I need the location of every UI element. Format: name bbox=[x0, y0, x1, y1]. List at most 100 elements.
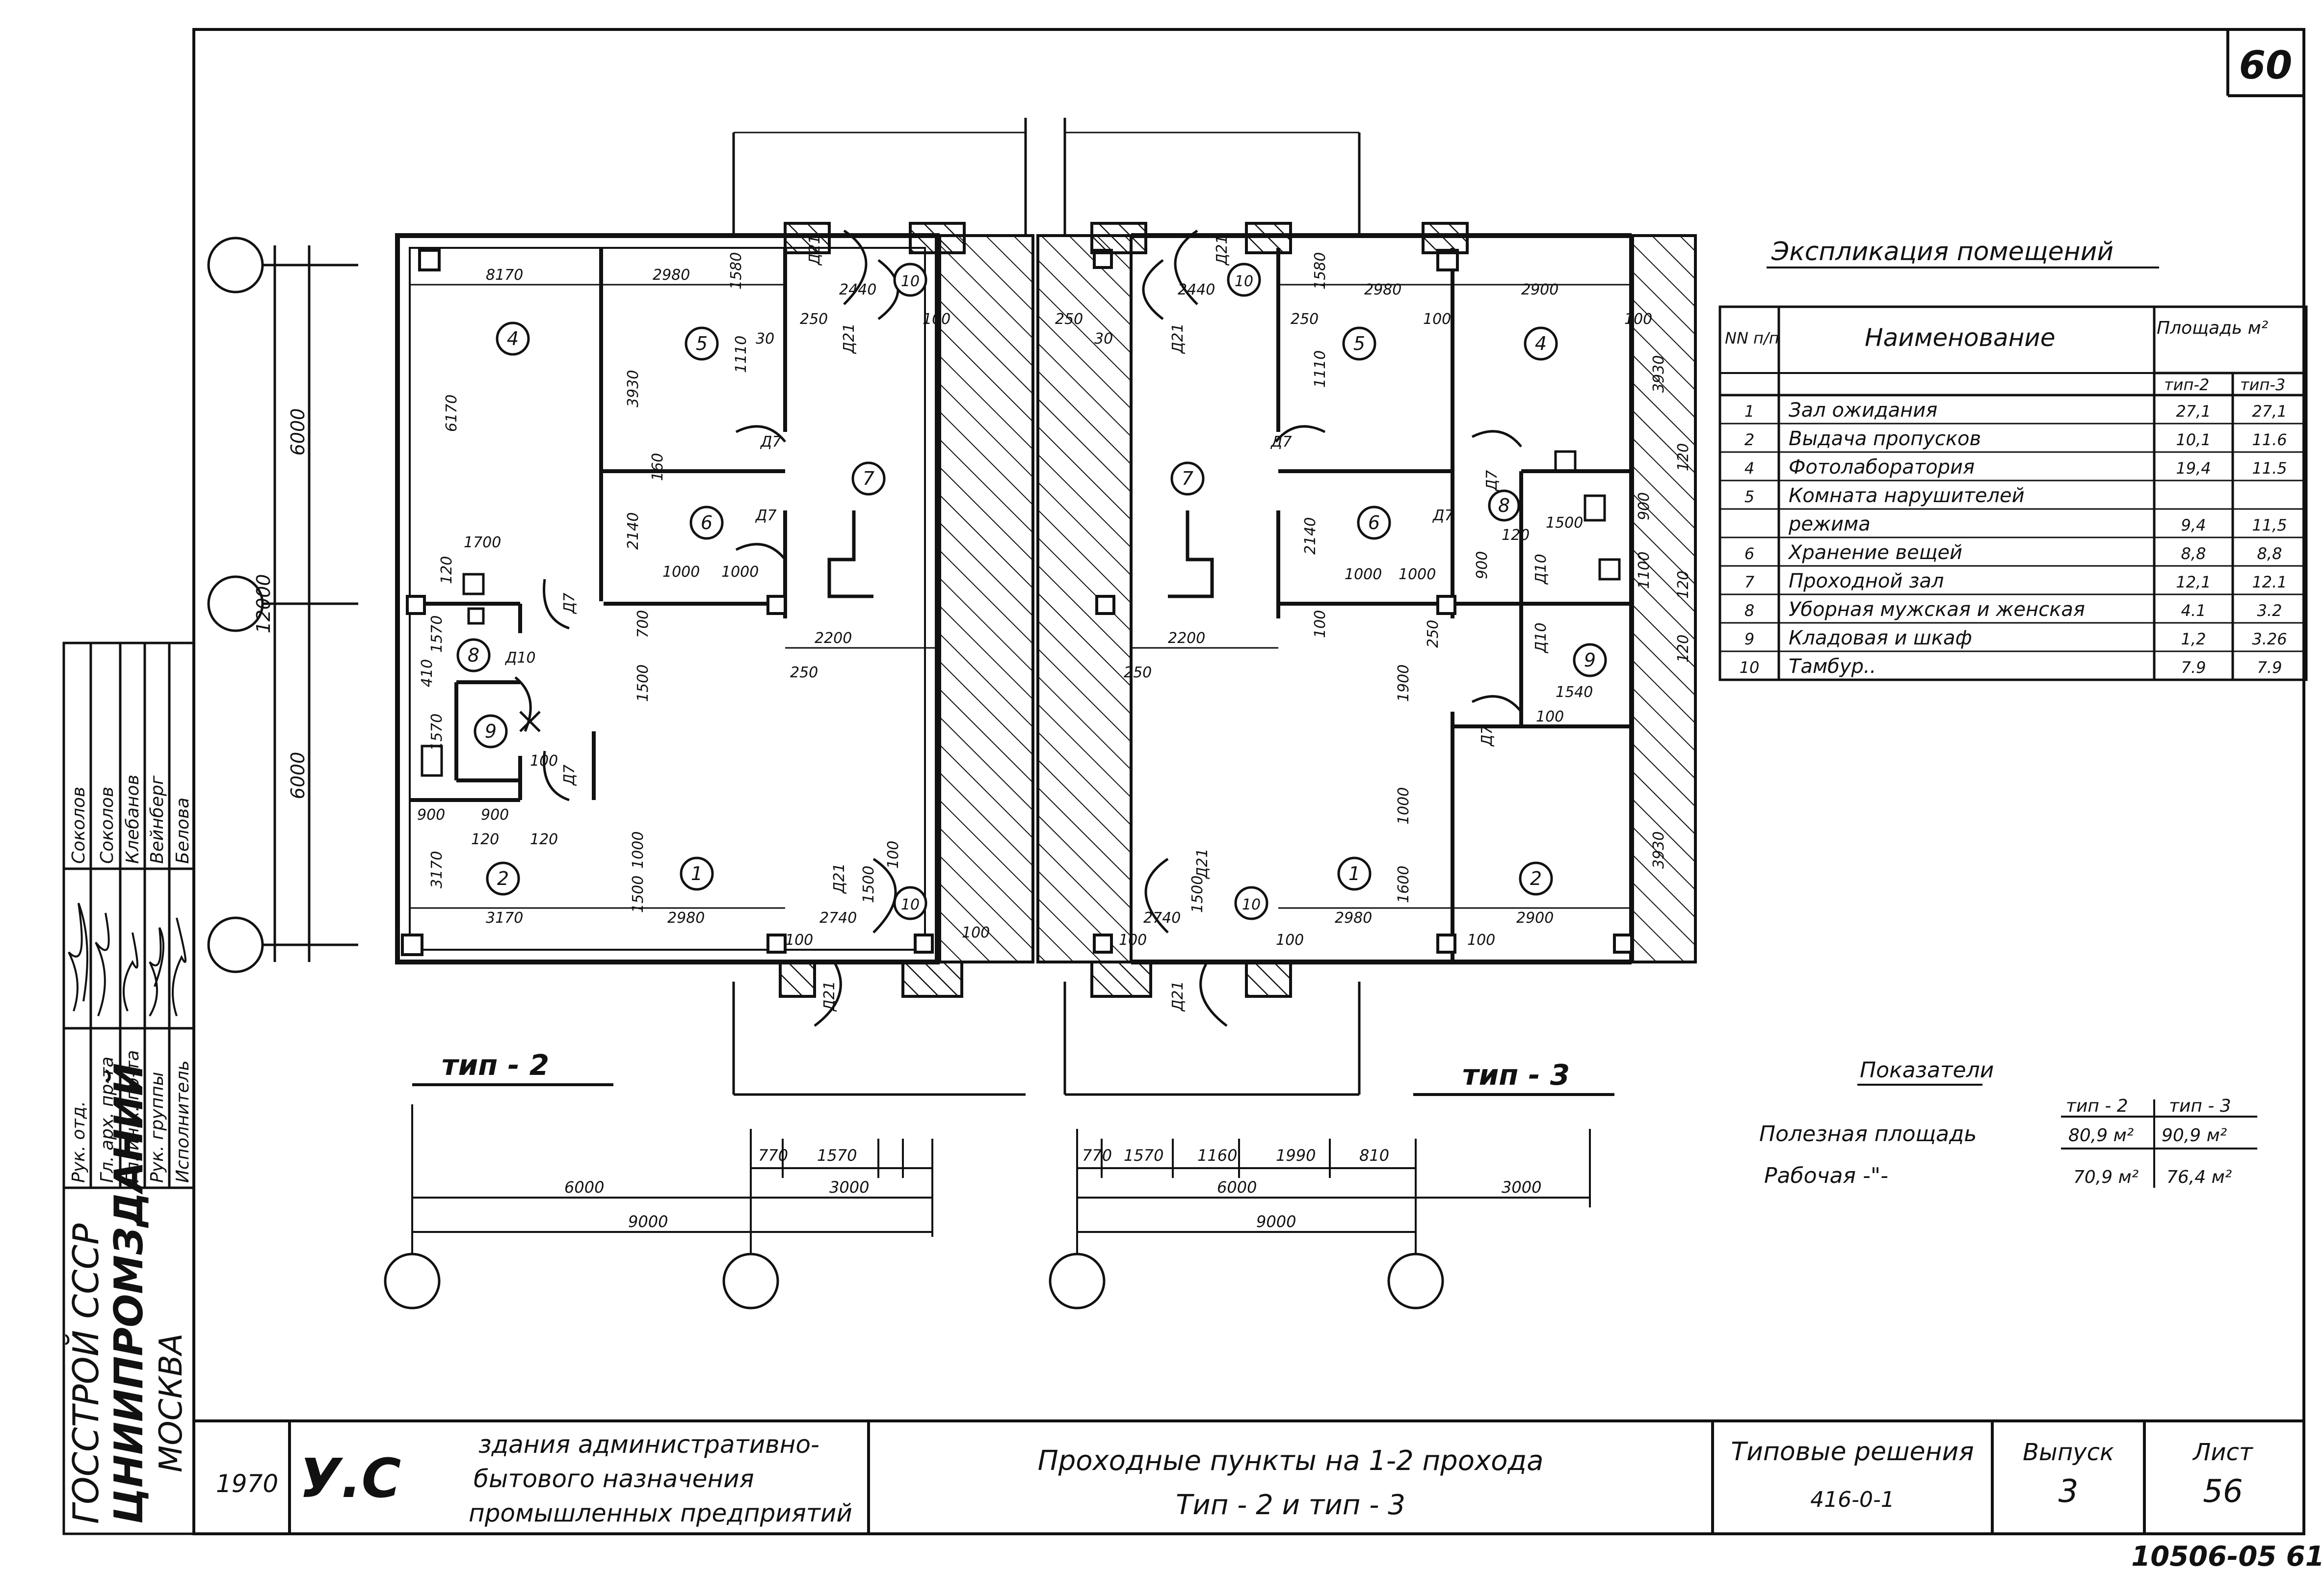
stamp-name-4: Вейнберг bbox=[147, 775, 167, 864]
dim: 2140 bbox=[625, 512, 642, 550]
dim: 2140 bbox=[1302, 517, 1319, 555]
room-5: 5 bbox=[696, 333, 708, 354]
bottom-dim: 770 bbox=[1082, 1146, 1112, 1165]
dim: 250 bbox=[1425, 620, 1442, 648]
explication-row-num: 9 bbox=[1744, 630, 1754, 648]
dim: 2980 bbox=[667, 909, 705, 927]
bottom-dim: 1570 bbox=[817, 1146, 857, 1165]
indicators-col-t3: тип - 3 bbox=[2169, 1096, 2231, 1116]
room-10-bottom: 10 bbox=[901, 896, 920, 913]
dim: 2200 bbox=[815, 630, 852, 647]
room-7: 7 bbox=[863, 468, 874, 489]
dim: 120 bbox=[530, 831, 558, 848]
indicator-working-t3: 76,4 м² bbox=[2166, 1167, 2232, 1187]
dim: 1000 bbox=[630, 831, 647, 869]
dim: 250 bbox=[790, 664, 818, 681]
dim: 900 bbox=[1474, 551, 1491, 579]
indicator-label-useful: Полезная площадь bbox=[1759, 1122, 1977, 1147]
title-main-2: Тип - 2 и тип - 3 bbox=[1176, 1489, 1405, 1521]
room-10-bottom: 10 bbox=[1242, 896, 1261, 913]
bottom-dim: 9000 bbox=[1256, 1212, 1296, 1231]
explication-row-t3: 11,5 bbox=[2252, 516, 2287, 535]
explication-row-num: 2 bbox=[1744, 430, 1754, 449]
explication-row-name: Зал ожидания bbox=[1789, 399, 1937, 422]
title-subject-1: здания административно- bbox=[478, 1430, 819, 1459]
explication-row-t3: 11.5 bbox=[2252, 459, 2287, 478]
title-block bbox=[288, 1421, 2146, 1534]
bottom-dim: 3000 bbox=[829, 1178, 869, 1197]
dim: 2200 bbox=[1168, 630, 1205, 647]
explication-row-num: 6 bbox=[1744, 544, 1754, 563]
dim: 250 bbox=[1124, 664, 1152, 681]
door-mark: Д21 bbox=[806, 235, 823, 266]
explication-row-t3: 8,8 bbox=[2257, 544, 2282, 563]
dim: 1110 bbox=[1312, 350, 1329, 388]
explication-row-name: Комната нарушителей bbox=[1789, 484, 2025, 507]
dim: 100 bbox=[1276, 932, 1304, 949]
dim: 1500 bbox=[630, 876, 647, 913]
signatures bbox=[68, 903, 186, 1017]
dim: 1500 bbox=[634, 665, 652, 702]
dim: 100 bbox=[1624, 311, 1652, 328]
dim: 1000 bbox=[1395, 787, 1412, 825]
indicator-useful-t3: 90,9 м² bbox=[2162, 1125, 2227, 1146]
dim: 100 bbox=[1312, 610, 1329, 638]
explication-row-t2: 9,4 bbox=[2181, 516, 2206, 535]
explication-row-t3: 12.1 bbox=[2252, 573, 2287, 591]
dim: 2740 bbox=[1143, 909, 1181, 927]
stamp-role-1: Рук. отд. bbox=[69, 1101, 89, 1183]
dim: 120 bbox=[1502, 527, 1530, 544]
dim: 2740 bbox=[819, 909, 857, 927]
left-axes bbox=[207, 237, 358, 973]
door-mark: Д7 bbox=[1432, 507, 1454, 524]
explication-header-t2: тип-2 bbox=[2164, 375, 2209, 394]
dim: 100 bbox=[923, 311, 951, 328]
room-5: 5 bbox=[1353, 333, 1365, 354]
dim: 30 bbox=[756, 330, 774, 347]
dim: 410 bbox=[419, 659, 436, 687]
explication-row-t3: 27,1 bbox=[2252, 402, 2287, 421]
dim: 120 bbox=[1675, 571, 1692, 599]
bottom-dim: 1160 bbox=[1197, 1146, 1237, 1165]
dim: 2900 bbox=[1521, 281, 1558, 298]
explication-row-t2: 7.9 bbox=[2181, 658, 2206, 677]
dim: 100 bbox=[1536, 708, 1564, 725]
explication-row-name: Проходной зал bbox=[1789, 570, 1944, 592]
title-main-1: Проходные пункты на 1-2 прохода bbox=[1038, 1445, 1544, 1477]
bottom-dim: 3000 bbox=[1502, 1178, 1541, 1197]
bottom-dim: 6000 bbox=[564, 1178, 604, 1197]
org-tsniipromzdaniy: ЦНИИПРОМЗДАНИЙ bbox=[106, 1063, 152, 1524]
door-mark: Д7 bbox=[755, 507, 777, 524]
dim: 3930 bbox=[625, 370, 642, 407]
dim: 2900 bbox=[1516, 909, 1554, 927]
issue-label: Выпуск bbox=[2023, 1439, 2114, 1466]
explication-row-num: 1 bbox=[1744, 402, 1754, 421]
series-label: Типовые решения bbox=[1731, 1437, 1974, 1467]
explication-row-t3: 11.6 bbox=[2252, 430, 2287, 449]
dim: 120 bbox=[1675, 443, 1692, 471]
plan-type-2: 1 2 4 5 6 7 8 9 10 10 8170 2980 1580 244… bbox=[384, 118, 1034, 1310]
door-mark: Д21 bbox=[821, 981, 838, 1012]
room-4: 4 bbox=[1535, 333, 1547, 354]
title-subject-2: бытового назначения bbox=[474, 1465, 754, 1493]
explication-row-t2: 4.1 bbox=[2181, 601, 2206, 620]
dim: 6170 bbox=[443, 395, 460, 432]
dim: 100 bbox=[530, 752, 558, 770]
stamp-name-3: Клебанов bbox=[123, 775, 143, 864]
dim: 2980 bbox=[653, 267, 690, 284]
side-stamp bbox=[62, 641, 195, 1535]
room-2: 2 bbox=[497, 868, 509, 889]
archive-number: 10506-05 61 bbox=[2131, 1541, 2324, 1573]
dim: 120 bbox=[471, 831, 499, 848]
room-6: 6 bbox=[701, 512, 713, 534]
explication-row-t2: 8,8 bbox=[2181, 544, 2206, 563]
room-8: 8 bbox=[1498, 495, 1510, 516]
indicators-title: Показатели bbox=[1860, 1058, 1994, 1083]
explication-row-t3: 7.9 bbox=[2257, 658, 2282, 677]
stamp-role-2: Гл. арх. пр-та bbox=[97, 1057, 117, 1183]
door-mark: Д10 bbox=[1532, 622, 1550, 654]
explication-header-t3: тип-3 bbox=[2240, 375, 2285, 394]
dim: 700 bbox=[634, 610, 652, 638]
door-mark: Д7 bbox=[561, 592, 578, 615]
